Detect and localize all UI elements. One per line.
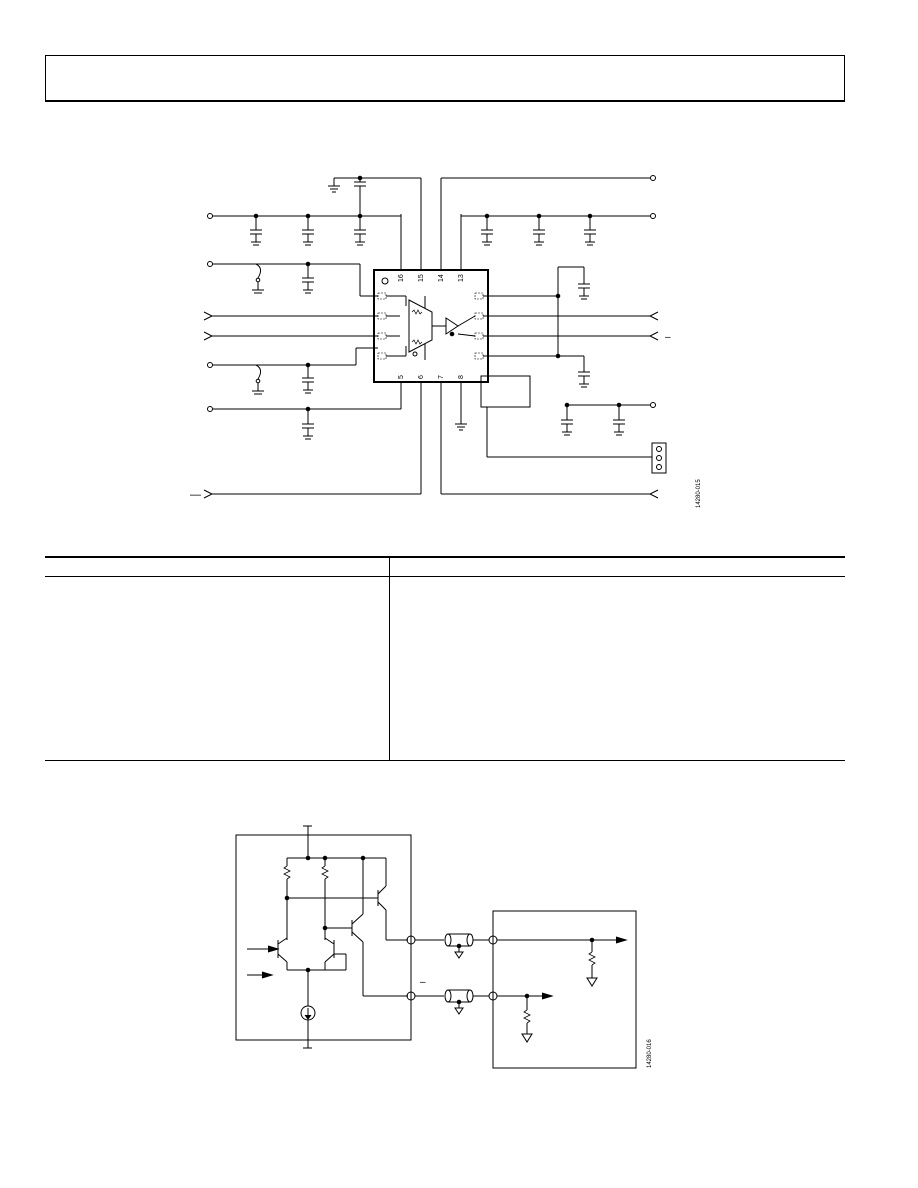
right-top-terminal [441,175,656,181]
figure-id-bottom: 14280-016 [647,1039,653,1068]
driver-block [235,834,412,1041]
page-header-frame [45,55,845,102]
table-column-divider [389,558,390,760]
pin-number-6: 6 [418,375,425,379]
svg-text:8: 8 [458,375,465,379]
pin-number-16: 16 [398,274,405,282]
left-input-jumper-2 [207,347,378,395]
svg-text:14280-016: 14280-016 [647,1039,653,1068]
output-minus-label: – [420,977,426,988]
receiver-block [492,910,637,1069]
side-pin-pads [377,292,484,360]
svg-text:13: 13 [458,274,465,282]
pin-number-14: 14 [438,274,445,282]
pin1-marker [381,277,389,285]
svg-text:—: — [190,489,201,501]
coax-cable-bottom [444,989,474,1015]
differential-inputs [203,311,378,341]
svg-text:5: 5 [398,375,405,379]
feedback-loop [480,375,652,458]
left-lower-supply [207,382,402,440]
svg-text:6: 6 [418,375,425,379]
bottom-right-output [440,382,659,499]
table-header-rule [45,576,845,577]
left-supply-rail [207,213,402,246]
right-supply-rail [460,213,656,246]
svg-text:7: 7 [438,375,445,379]
internal-amplifier [386,295,476,360]
pin-number-8: 8 [458,375,465,379]
coax-cable-top [444,933,474,959]
table-bottom-rule [45,760,845,761]
svg-text:–: – [665,332,671,343]
ic-package [373,269,489,383]
output-stage-schematic: – [235,825,653,1069]
svg-text:14: 14 [438,274,445,282]
right-lower-supply [561,402,656,436]
table-top-rule [45,556,845,558]
bottom-left-input [203,382,422,499]
pin-number-7: 7 [438,375,445,379]
figure-id-top: 14280-015 [696,479,702,508]
svg-text:15: 15 [418,274,425,282]
evaluation-board-schematic: 16 15 14 13 5 6 7 8 [190,175,702,508]
top-decoupling-cap [328,175,421,216]
top-pins [400,178,462,270]
pin-number-5: 5 [398,375,405,379]
pin-number-15: 15 [418,274,425,282]
bottom-left-minus-label: — [190,489,201,501]
pin8-ground [455,382,467,431]
pin-number-13: 13 [458,274,465,282]
left-input-jumper-1 [207,261,378,297]
svg-text:14280-015: 14280-015 [696,479,702,508]
right-side-outputs [483,266,659,388]
right-minus-label: – [665,332,671,343]
svg-text:16: 16 [398,274,405,282]
three-pin-header [651,442,667,474]
